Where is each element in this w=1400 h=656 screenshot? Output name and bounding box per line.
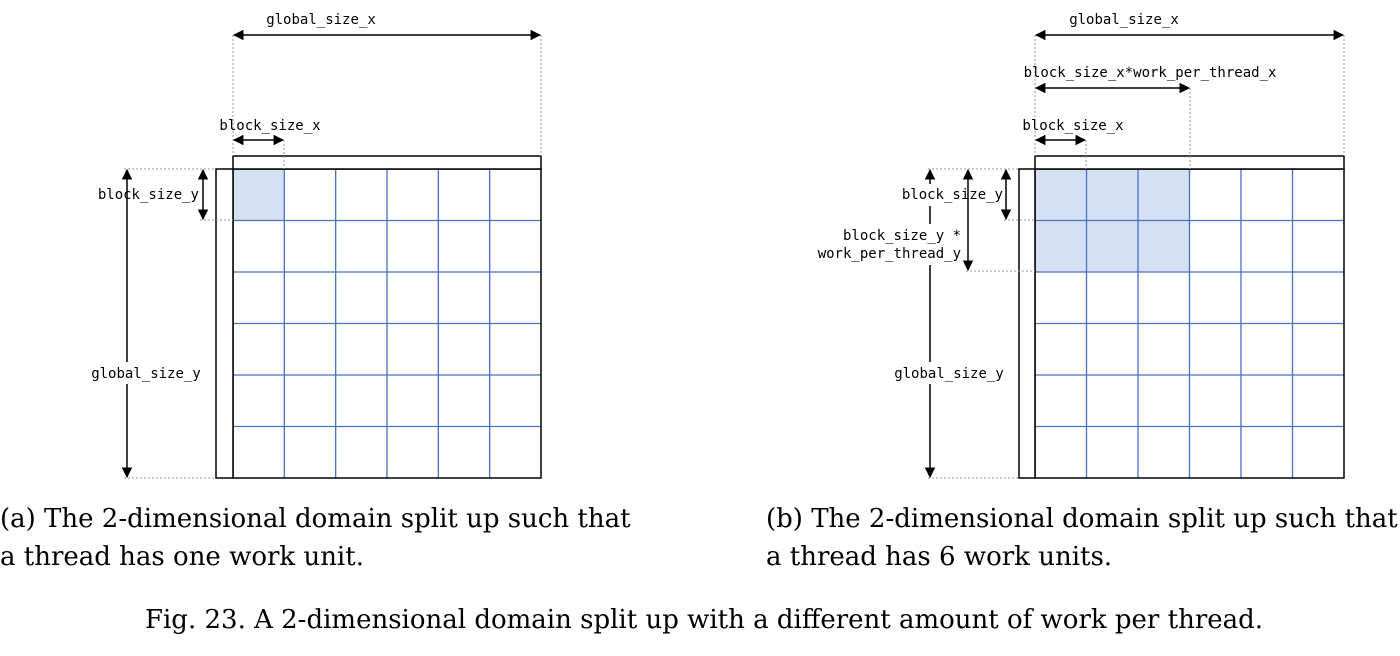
panel-b-global-size-x-label: global_size_x	[1069, 12, 1179, 28]
panel-a-top-strip	[232, 155, 542, 170]
panel-b-left-strip	[1018, 168, 1036, 479]
panel-b-block-work-y-label-line2: work_per_thread_y	[818, 246, 961, 262]
panel-b-grid	[1035, 169, 1344, 478]
panel-b-block-work-x-label: block_size_x*work_per_thread_x	[1024, 65, 1277, 81]
panel-a-caption-line1: (a) The 2-dimensional domain split up su…	[0, 504, 631, 534]
panel-a-guides	[124, 35, 542, 479]
panel-a-block-size-y-label: block_size_y	[98, 187, 199, 203]
figure-caption: Fig. 23. A 2-dimensional domain split up…	[145, 605, 1263, 635]
panel-a-global-size-y-label: global_size_y	[91, 366, 201, 382]
panel-b-block-size-y-label: block_size_y	[902, 187, 1003, 203]
panel-b: global_size_x block_size_x*work_per_thre…	[766, 12, 1398, 572]
panel-a-highlight-cell-block	[233, 169, 285, 221]
panel-b-caption-line1: (b) The 2-dimensional domain split up su…	[766, 504, 1398, 534]
panel-b-caption-line2: a thread has 6 work units.	[766, 542, 1112, 572]
panel-a-block-size-x-label: block_size_x	[219, 118, 320, 134]
panel-a-work-unit-highlight	[233, 169, 285, 221]
panel-b-block-size-x-label: block_size_x	[1022, 118, 1123, 134]
panel-a-left-strip	[215, 168, 234, 479]
panel-b-global-size-y-label: global_size_y	[894, 366, 1004, 382]
panel-a-grid	[233, 169, 541, 478]
panel-b-block-work-y-label-line1: block_size_y *	[843, 228, 961, 244]
panel-a-caption-line2: a thread has one work unit.	[0, 542, 364, 572]
panel-a: global_size_x block_size_x block_size_y …	[0, 12, 631, 572]
panel-a-global-size-x-label: global_size_x	[266, 12, 376, 28]
